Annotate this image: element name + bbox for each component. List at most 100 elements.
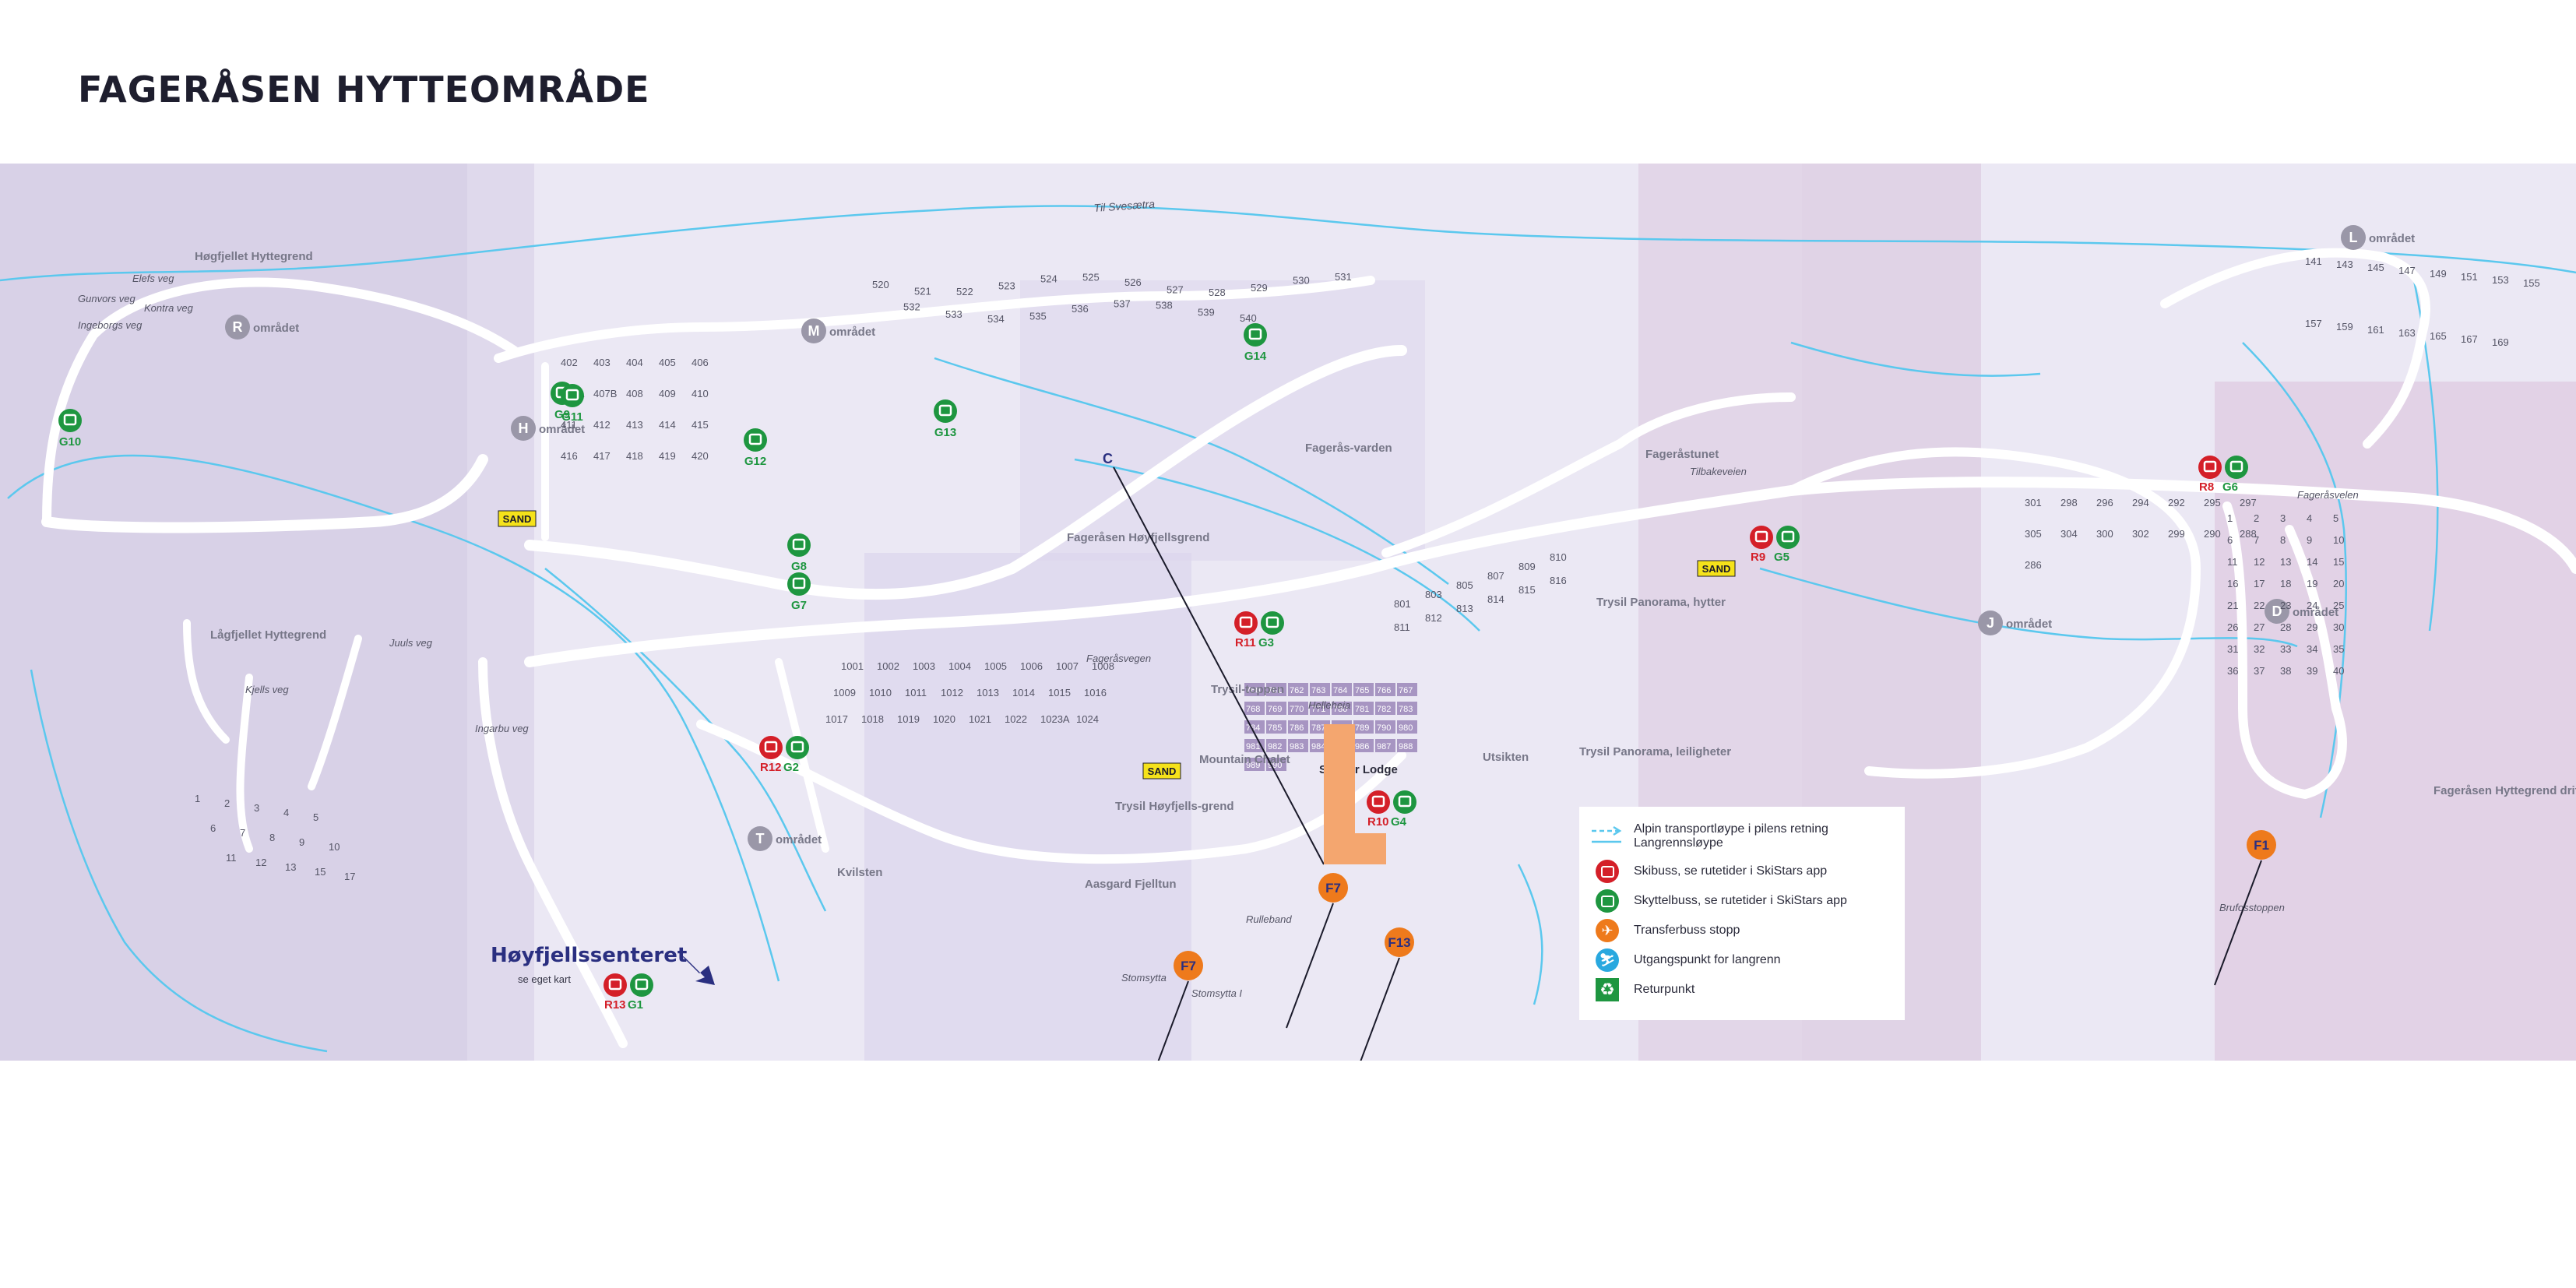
plot-number: 1002 bbox=[877, 660, 899, 672]
skibus-icon bbox=[1750, 526, 1773, 549]
lift-c[interactable]: C bbox=[1103, 451, 1325, 865]
place-label: Lågfjellet Hyttegrend bbox=[210, 628, 326, 642]
place-label: Aasgard Fjelltun bbox=[1085, 878, 1177, 891]
plot-number: 157 bbox=[2305, 318, 2322, 329]
plot-number: 1020 bbox=[933, 713, 955, 725]
plot-number: 3 bbox=[254, 802, 259, 814]
lift-f13[interactable]: F13 bbox=[1353, 927, 1414, 1061]
skier-icon: ⛷ bbox=[1596, 948, 1619, 972]
plot-number: 14 bbox=[2307, 556, 2317, 568]
plot-number: 1018 bbox=[861, 713, 884, 725]
area-letter: L bbox=[2349, 230, 2358, 245]
legend-row-skytel: Skyttelbuss, se rutetider i SkiStars app bbox=[1590, 886, 1894, 916]
plot-number: 1 bbox=[195, 793, 200, 804]
skytel-stop-g7[interactable]: G7 bbox=[787, 572, 811, 612]
apartment-number: 980 bbox=[1399, 723, 1413, 733]
stop-code: R10 bbox=[1367, 815, 1389, 829]
area-label: området bbox=[776, 833, 822, 846]
skytel-stop-g12[interactable]: G12 bbox=[744, 428, 767, 468]
area-label: området bbox=[253, 322, 299, 335]
plot-number: 26 bbox=[2227, 621, 2238, 633]
place-label: Fageråsen Høyfjellsgrend bbox=[1067, 531, 1209, 544]
lift-f7[interactable]: F7 bbox=[1142, 951, 1203, 1061]
plot-number: 531 bbox=[1335, 271, 1352, 283]
legend-row-recycle: ♻ Returpunkt bbox=[1590, 975, 1894, 1005]
place-label: Fageråstunet bbox=[1645, 448, 1719, 461]
plot-number: 415 bbox=[692, 419, 709, 431]
stop-partner: G4 bbox=[1391, 815, 1407, 829]
hoyfjellssenteret[interactable]: Høyfjellssenteret se eget kart bbox=[491, 944, 715, 985]
plot-number: 22 bbox=[2254, 600, 2265, 611]
skytel-stop-code: G9 bbox=[554, 408, 570, 421]
hoyfjellssenteret-note: se eget kart bbox=[518, 973, 571, 985]
plot-number: 149 bbox=[2430, 268, 2447, 280]
plot-number: 15 bbox=[2333, 556, 2344, 568]
apartment-763: 763 bbox=[1310, 683, 1330, 696]
apartment-782: 782 bbox=[1375, 702, 1395, 715]
recycle-icon: ♻ bbox=[1596, 978, 1619, 1001]
plot-number: 535 bbox=[1029, 311, 1047, 322]
skytel-stop-g14[interactable]: G14 bbox=[1244, 323, 1267, 363]
apartment-786: 786 bbox=[1288, 720, 1308, 734]
plot-number: 816 bbox=[1550, 575, 1567, 586]
skytel-icon bbox=[1596, 889, 1619, 913]
plot-number: 4 bbox=[283, 807, 289, 818]
skytel-stop-g10[interactable]: G10 bbox=[58, 409, 82, 449]
stop-partner: G2 bbox=[783, 761, 799, 774]
apartment-number: 762 bbox=[1290, 686, 1304, 695]
plot-number: 524 bbox=[1040, 273, 1057, 284]
apartment-number: 760 bbox=[1246, 686, 1260, 695]
ski-track-icon bbox=[1590, 823, 1624, 850]
lift-code: F1 bbox=[2254, 838, 2269, 853]
page-title: FAGERÅSEN HYTTEOMRÅDE bbox=[78, 69, 650, 111]
apartment-number: 767 bbox=[1399, 686, 1413, 695]
area-letter: R bbox=[233, 319, 243, 335]
apartment-987: 987 bbox=[1375, 739, 1395, 752]
lift-letter: C bbox=[1103, 451, 1113, 466]
plot-number: 1023A bbox=[1040, 713, 1070, 725]
plot-number: 298 bbox=[2060, 497, 2078, 509]
skytel-stop-g13[interactable]: G13 bbox=[934, 399, 957, 439]
plot-number: 36 bbox=[2227, 665, 2238, 677]
plot-number: 1007 bbox=[1056, 660, 1079, 672]
plot-number: 1011 bbox=[905, 687, 927, 699]
skibus-icon bbox=[2198, 456, 2222, 479]
skytel-stop-code: G14 bbox=[1244, 350, 1267, 363]
plot-number: 34 bbox=[2307, 643, 2317, 655]
plot-number: 815 bbox=[1519, 584, 1536, 596]
apartment-781: 781 bbox=[1353, 702, 1374, 715]
place-label: Fagerås-varden bbox=[1305, 442, 1392, 455]
road-label: Kontra veg bbox=[144, 302, 194, 314]
apartment-number: 782 bbox=[1377, 705, 1391, 714]
legend-label-skytel: Skyttelbuss, se rutetider i SkiStars app bbox=[1634, 894, 1847, 907]
skytel-icon bbox=[630, 973, 653, 997]
skytel-stop-g11[interactable]: G11 bbox=[561, 384, 584, 424]
plot-number: 1021 bbox=[969, 713, 991, 725]
legend-label-xc: Utgangspunkt for langrenn bbox=[1634, 953, 1781, 966]
legend-label-track: Alpin transportløype i pilens retning bbox=[1634, 822, 1828, 836]
apartment-number: 780 bbox=[1333, 705, 1347, 714]
plot-number: 1017 bbox=[825, 713, 848, 725]
lift-f1[interactable]: F1 bbox=[2214, 830, 2276, 986]
plot-number: 5 bbox=[313, 811, 318, 823]
apartment-number: 984 bbox=[1311, 742, 1325, 751]
plot-number: 297 bbox=[2240, 497, 2257, 509]
plot-number: 7 bbox=[240, 827, 245, 839]
plot-number: 529 bbox=[1251, 282, 1268, 294]
plot-number: 296 bbox=[2096, 497, 2113, 509]
skytel-stop-g8[interactable]: G8 bbox=[787, 533, 811, 573]
plot-number: 532 bbox=[903, 301, 920, 313]
skistar-lodge bbox=[1324, 724, 1386, 864]
lift-f7[interactable]: F7 bbox=[1286, 873, 1348, 1029]
skibus-icon bbox=[604, 973, 627, 997]
plot-number: 1001 bbox=[841, 660, 864, 672]
